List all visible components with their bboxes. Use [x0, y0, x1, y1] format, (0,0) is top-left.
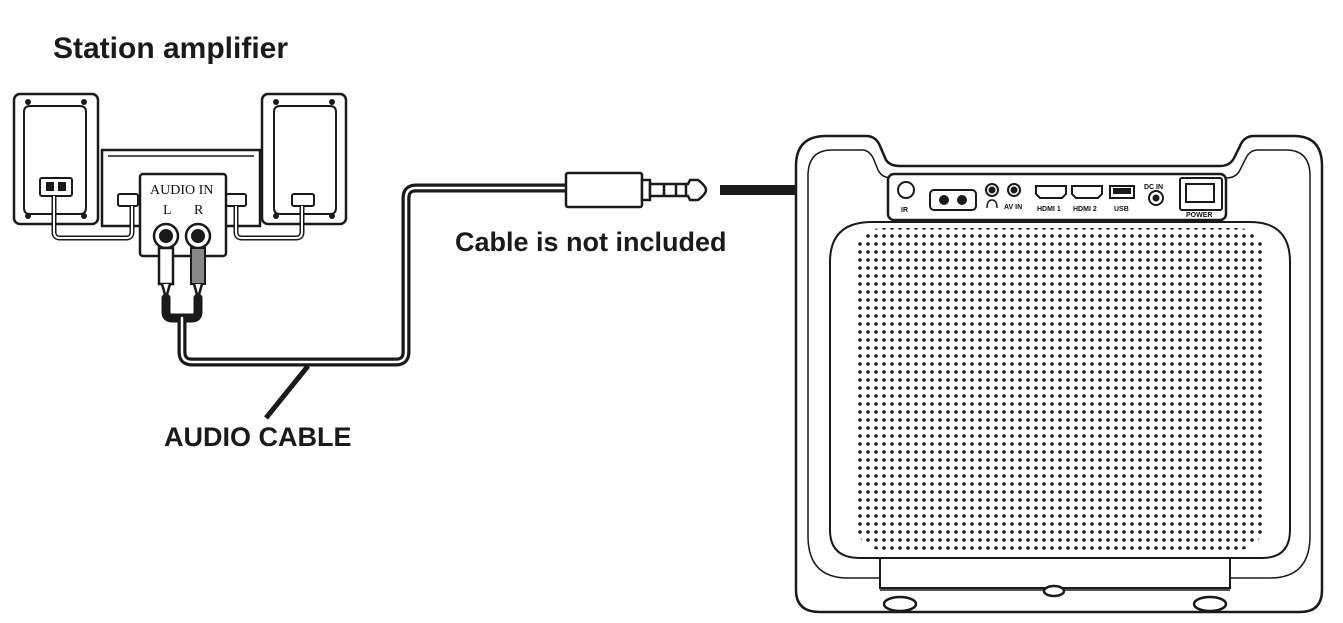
usb-port: USB [1109, 185, 1135, 213]
left-channel-label: L [163, 203, 172, 218]
projector [794, 134, 1324, 614]
svg-text:IR: IR [901, 207, 908, 214]
right-channel-label: R [194, 203, 204, 218]
svg-text:DC IN: DC IN [1144, 184, 1163, 191]
av-in-port: AV IN [1004, 183, 1022, 211]
speaker-grille [856, 228, 1264, 550]
right-speaker [260, 92, 348, 226]
hdmi2-port: HDMI 2 [1071, 185, 1103, 213]
projector-port-panel: IR AV IN HDMI 1 HDMI 2 USB [897, 177, 1223, 219]
ir-sensor: IR [897, 181, 915, 214]
cable-callout-line [264, 364, 310, 420]
svg-text:AV IN: AV IN [1004, 204, 1022, 211]
rca-jack-left [152, 222, 180, 250]
hdmi1-port: HDMI 1 [1035, 185, 1067, 213]
dc-in-port: DC IN [1144, 184, 1164, 206]
audio-in-label: AUDIO IN [150, 183, 213, 198]
cable-note: Cable is not included [455, 227, 727, 257]
mini-jack-plug [564, 171, 708, 209]
svg-text:HDMI 1: HDMI 1 [1037, 206, 1061, 213]
power-switch: POWER [1179, 177, 1223, 219]
audio-cable-label: AUDIO CABLE [164, 422, 352, 452]
page-title: Station amplifier [53, 32, 288, 65]
headphone-icon [986, 199, 998, 209]
svg-text:POWER: POWER [1186, 212, 1212, 219]
av-out-cluster [929, 189, 977, 211]
headphone-jack [985, 183, 999, 209]
svg-text:USB: USB [1114, 206, 1129, 213]
rca-jack-right [184, 222, 212, 250]
station-amplifier: AUDIO IN L R [12, 92, 348, 303]
svg-text:HDMI 2: HDMI 2 [1073, 206, 1097, 213]
audio-cable [161, 183, 571, 367]
audio-in-panel: AUDIO IN L R [138, 172, 228, 258]
